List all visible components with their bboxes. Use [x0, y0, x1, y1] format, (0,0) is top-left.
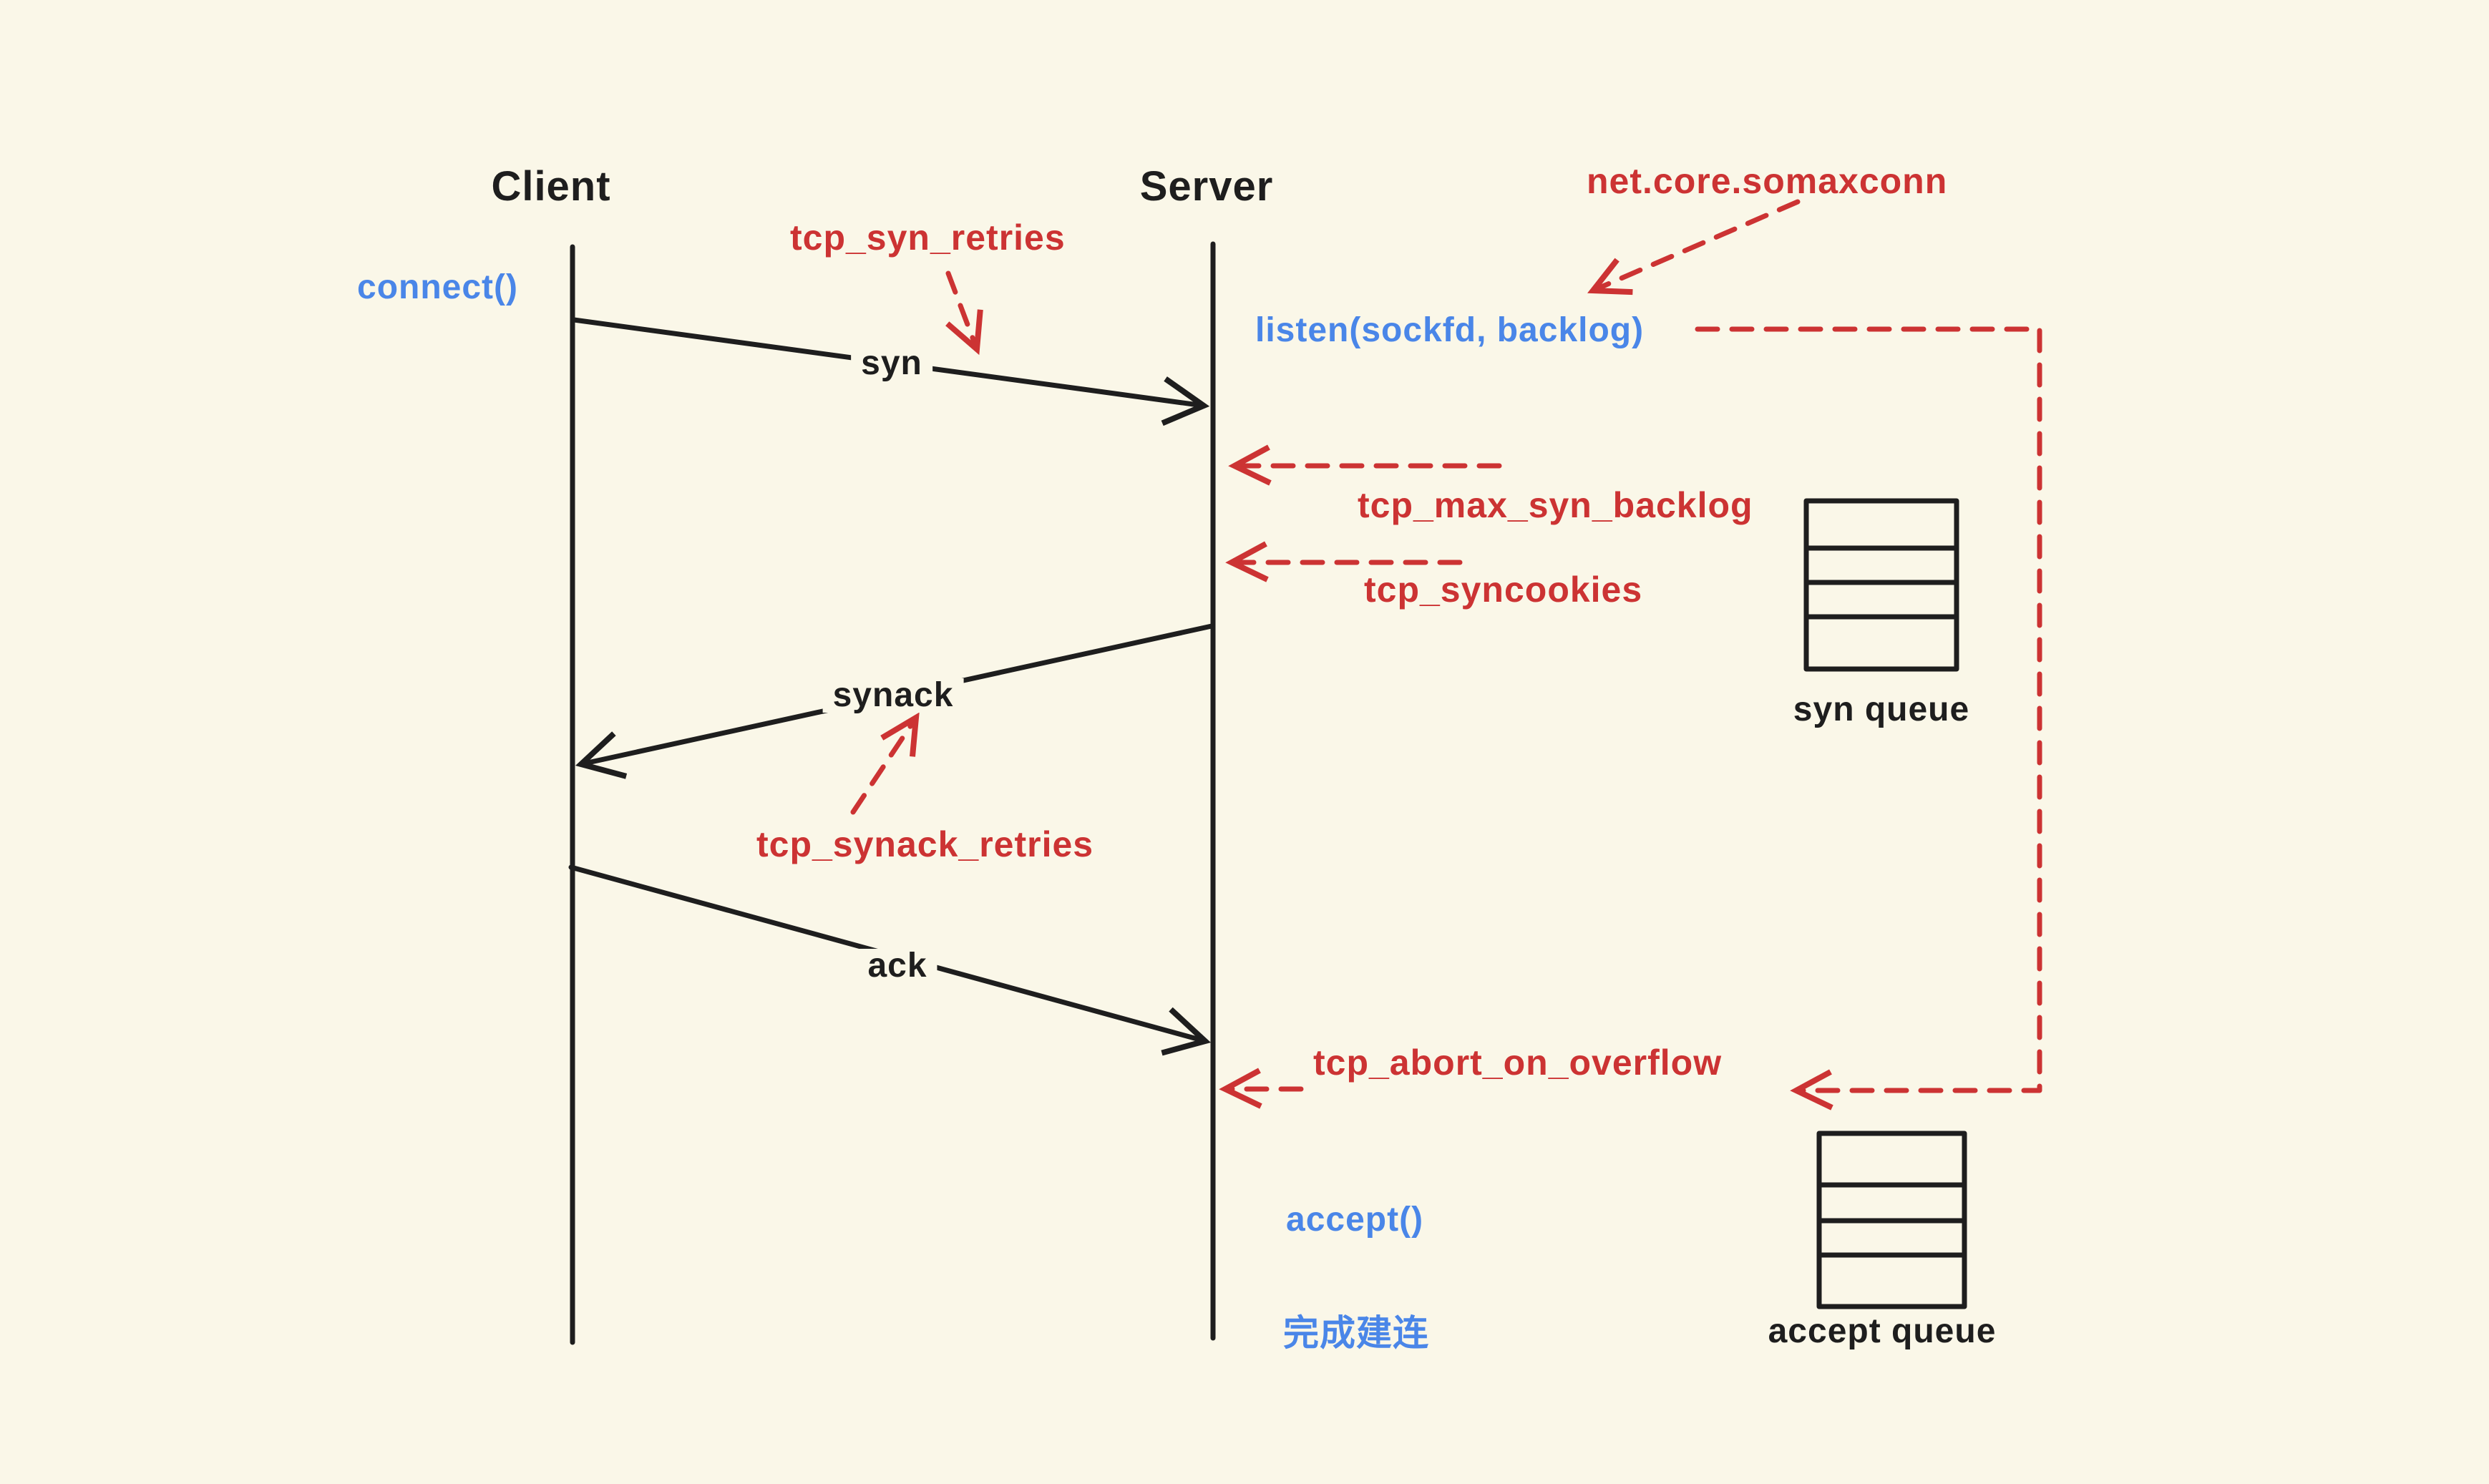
- accept-queue-label: accept queue: [1768, 1312, 1997, 1350]
- tcp-synack-retries-label: tcp_synack_retries: [756, 824, 1094, 864]
- client-title: Client: [491, 163, 611, 210]
- syn-queue-label: syn queue: [1793, 690, 1970, 728]
- tcp-syncookies-label: tcp_syncookies: [1364, 570, 1643, 610]
- tcp-synack-retries-arrow: [850, 712, 920, 815]
- connect-label: connect(): [357, 268, 518, 306]
- accept-queue-box: [1816, 1131, 1967, 1309]
- somaxconn-arrow: [1587, 199, 1801, 296]
- syn-message-label: syn: [851, 346, 932, 381]
- server-title: Server: [1139, 163, 1274, 210]
- synack-message-label: synack: [822, 678, 964, 713]
- listen-label: listen(sockfd, backlog): [1255, 311, 1645, 349]
- connection-established-label: 完成建连: [1283, 1313, 1429, 1353]
- backlog-to-accept-queue-arrow: [1695, 326, 2042, 1110]
- tcp-syn-retries-arrow: [945, 270, 983, 356]
- net-core-somaxconn-label: net.core.somaxconn: [1587, 161, 1948, 201]
- tcp-syn-retries-label: tcp_syn_retries: [790, 218, 1066, 258]
- tcp-abort-on-overflow-label: tcp_abort_on_overflow: [1313, 1043, 1723, 1083]
- tcp-max-syn-backlog-label: tcp_max_syn_backlog: [1358, 485, 1753, 525]
- syn-queue-box: [1803, 498, 1959, 672]
- ack-message-label: ack: [857, 949, 937, 983]
- accept-label: accept(): [1286, 1201, 1424, 1239]
